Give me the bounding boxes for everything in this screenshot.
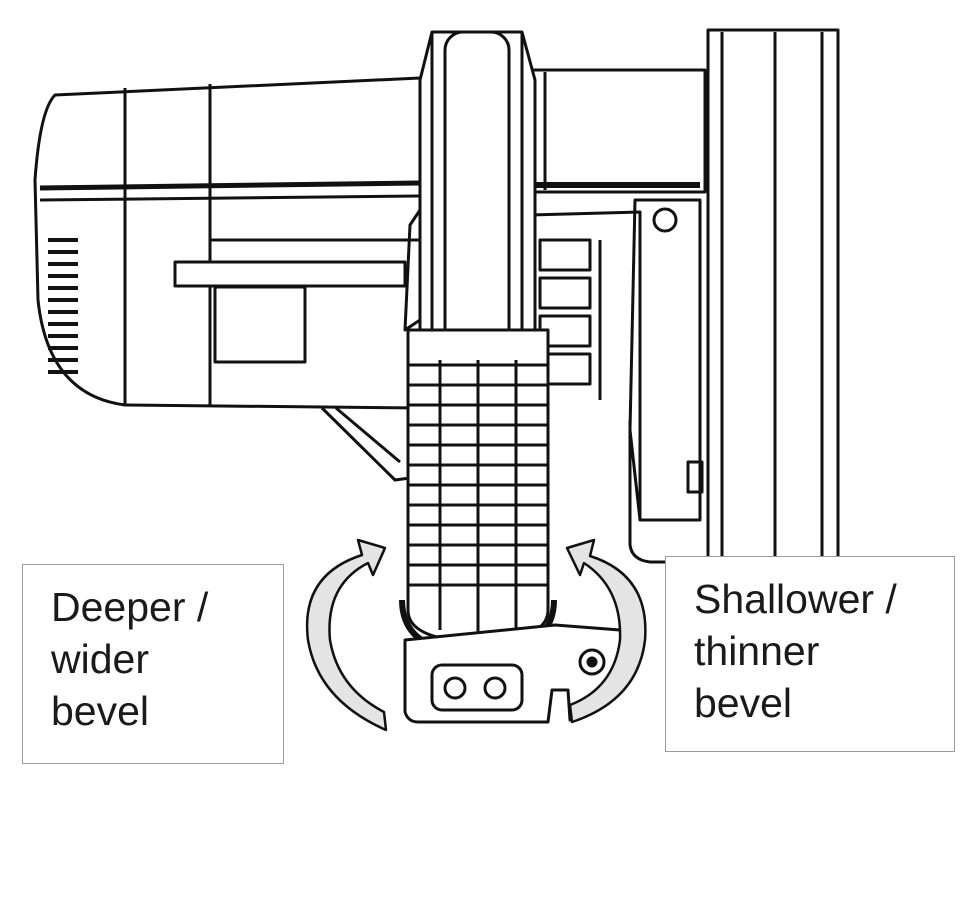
left-label-line-2: wider — [51, 636, 149, 682]
right-label-line-2: thinner — [694, 628, 820, 674]
left-rotation-arrow — [305, 538, 388, 732]
right-rotation-arrow — [565, 538, 647, 724]
support-strut — [320, 406, 411, 482]
shallower-bevel-label-box: Shallower / thinner bevel — [665, 556, 955, 752]
central-column — [403, 30, 537, 352]
adjustment-knob — [399, 328, 557, 658]
right-label-line-3: bevel — [694, 680, 793, 726]
vent-grille — [48, 238, 78, 374]
right-label-line-1: Shallower / — [694, 576, 897, 622]
motor-housing — [33, 76, 422, 410]
depth-bracket — [529, 198, 708, 564]
deeper-bevel-label-box: Deeper / wider bevel — [22, 564, 284, 764]
left-label-line-1: Deeper / — [51, 584, 209, 630]
blade-guard — [706, 28, 840, 562]
left-label-line-3: bevel — [51, 688, 150, 734]
upper-housing-right — [520, 68, 707, 194]
